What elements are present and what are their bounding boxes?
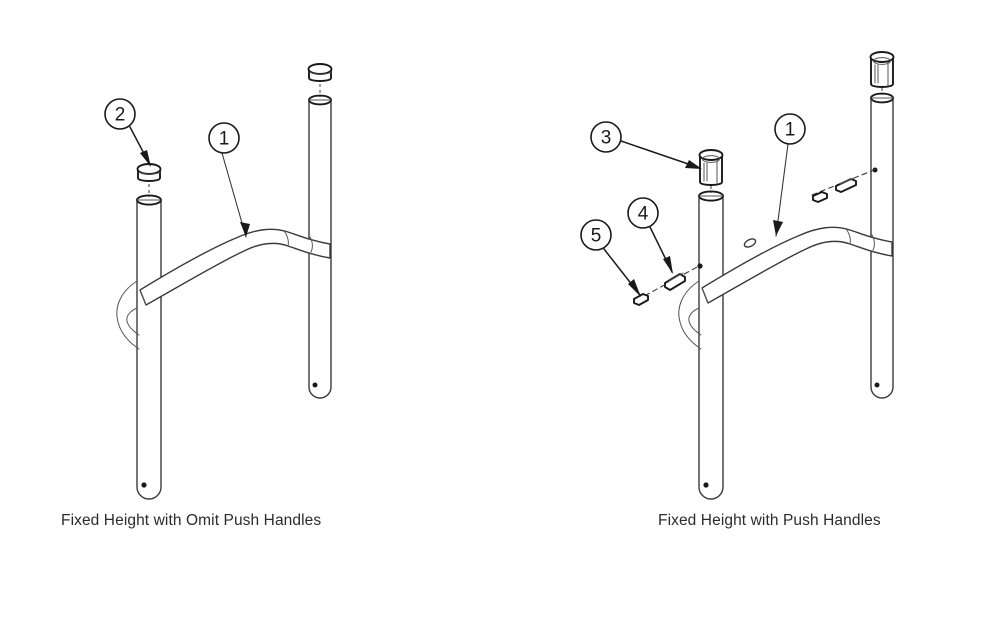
callout-1-right-arrowhead (773, 220, 783, 236)
right-asm-crossbar-tube (701, 226, 893, 304)
right-push-handle-sleeve-top (869, 51, 895, 63)
left-bolt-thread-line (668, 272, 684, 282)
right-bolt (835, 177, 857, 193)
callout-5-arrowhead (628, 279, 641, 297)
crossbar-left-end-edge (139, 289, 147, 306)
assembly-fixed-height-with-push-handles: 1 3 4 5 (580, 51, 895, 500)
right-push-handle-sleeve (869, 51, 895, 95)
right-asm-left-upright-bolt-hole (697, 263, 703, 269)
right-asm-left-upright-tube (697, 190, 724, 500)
crossbar-bend-line-1 (283, 230, 289, 247)
left-bolt (664, 272, 686, 291)
callout-4-number: 4 (638, 204, 649, 225)
right-asm-right-upright-bolt-hole (872, 167, 878, 173)
right-asm-crossbar-body (701, 226, 893, 304)
callout-4-circle (627, 197, 659, 229)
side-guard-bracket (116, 280, 140, 350)
callout-4-arrowhead (663, 256, 673, 274)
left-upright-tube-hole (141, 482, 147, 488)
right-asm-bracket-inner-arc (688, 307, 702, 336)
left-tube-end-cap (136, 163, 162, 197)
callout-1-left-arrowhead (240, 222, 250, 237)
right-asm-side-guard-bracket (678, 280, 702, 350)
right-asm-crossbar-bolt-hole (743, 238, 757, 248)
right-asm-crossbar-left-end-edge (701, 287, 709, 304)
left-fastener-group (633, 265, 700, 306)
callout-3-circle (590, 121, 622, 153)
side-guard-bracket-inner-arc (126, 307, 140, 336)
callout-1-right-number: 1 (785, 120, 796, 141)
callout-2-left-circle (104, 98, 136, 130)
crossbar-bend-line-2 (309, 236, 313, 253)
right-asm-crossbar-bend-line-1 (845, 228, 851, 245)
callout-balloon-2-left[interactable]: 2 (104, 98, 151, 167)
callout-3-arrowhead (685, 160, 702, 169)
right-upright-tube-hole (312, 382, 318, 388)
right-asm-left-upright-body (698, 195, 724, 500)
right-end-cap-top (307, 63, 333, 75)
callout-balloon-3[interactable]: 3 (590, 121, 702, 169)
side-guard-bracket-outer-arc (116, 280, 140, 350)
callout-1-right-leader (775, 143, 789, 237)
crossbar-tube-body (139, 228, 331, 306)
left-push-handle-sleeve (698, 149, 724, 193)
right-asm-left-upright-hole (703, 482, 709, 488)
right-asm-bracket-outer-arc (678, 280, 702, 350)
right-asm-crossbar-bend-line-2 (871, 234, 875, 251)
left-bolt-body (664, 273, 686, 291)
caption-fixed-height-omit-push-handles: Fixed Height with Omit Push Handles (61, 512, 322, 529)
left-nut (633, 293, 649, 306)
callout-balloon-5[interactable]: 5 (580, 219, 641, 297)
right-bolt-thread-line (839, 177, 855, 185)
left-push-handle-sleeve-top (698, 149, 724, 161)
callout-1-left-circle (208, 122, 240, 154)
right-fastener-group (811, 169, 875, 203)
callout-2-left-arrowhead (140, 150, 151, 167)
assembly-fixed-height-omit-push-handles: 1 2 (104, 63, 333, 500)
callout-5-circle (580, 219, 612, 251)
crossbar-tube (139, 228, 331, 306)
callout-3-number: 3 (601, 128, 612, 149)
callout-2-left-number: 2 (115, 105, 126, 126)
right-asm-right-upright-hole (874, 382, 880, 388)
caption-fixed-height-with-push-handles: Fixed Height with Push Handles (658, 512, 881, 529)
left-end-cap-top (136, 163, 162, 175)
right-push-handle-sleeve-bore (873, 57, 891, 65)
left-upright-tube-body (136, 199, 162, 500)
callout-3-leader (620, 140, 701, 169)
callout-1-left-number: 1 (219, 129, 230, 150)
callout-1-right-circle (774, 113, 806, 145)
callout-balloon-1-right[interactable]: 1 (773, 113, 806, 237)
callout-5-number: 5 (591, 226, 602, 247)
left-upright-tube (136, 194, 162, 500)
left-end-cap-seam (138, 171, 161, 175)
right-end-cap-seam (309, 71, 332, 75)
callout-balloon-4[interactable]: 4 (627, 197, 673, 274)
right-tube-end-cap (307, 63, 333, 97)
left-fastener-assembly-axis (636, 265, 700, 301)
right-fastener-assembly-axis (811, 169, 875, 196)
callout-balloon-1-left[interactable]: 1 (208, 122, 250, 238)
right-nut (812, 191, 828, 203)
left-push-handle-sleeve-bore (702, 155, 720, 163)
right-nut-body (812, 191, 828, 203)
left-nut-body (633, 293, 649, 306)
